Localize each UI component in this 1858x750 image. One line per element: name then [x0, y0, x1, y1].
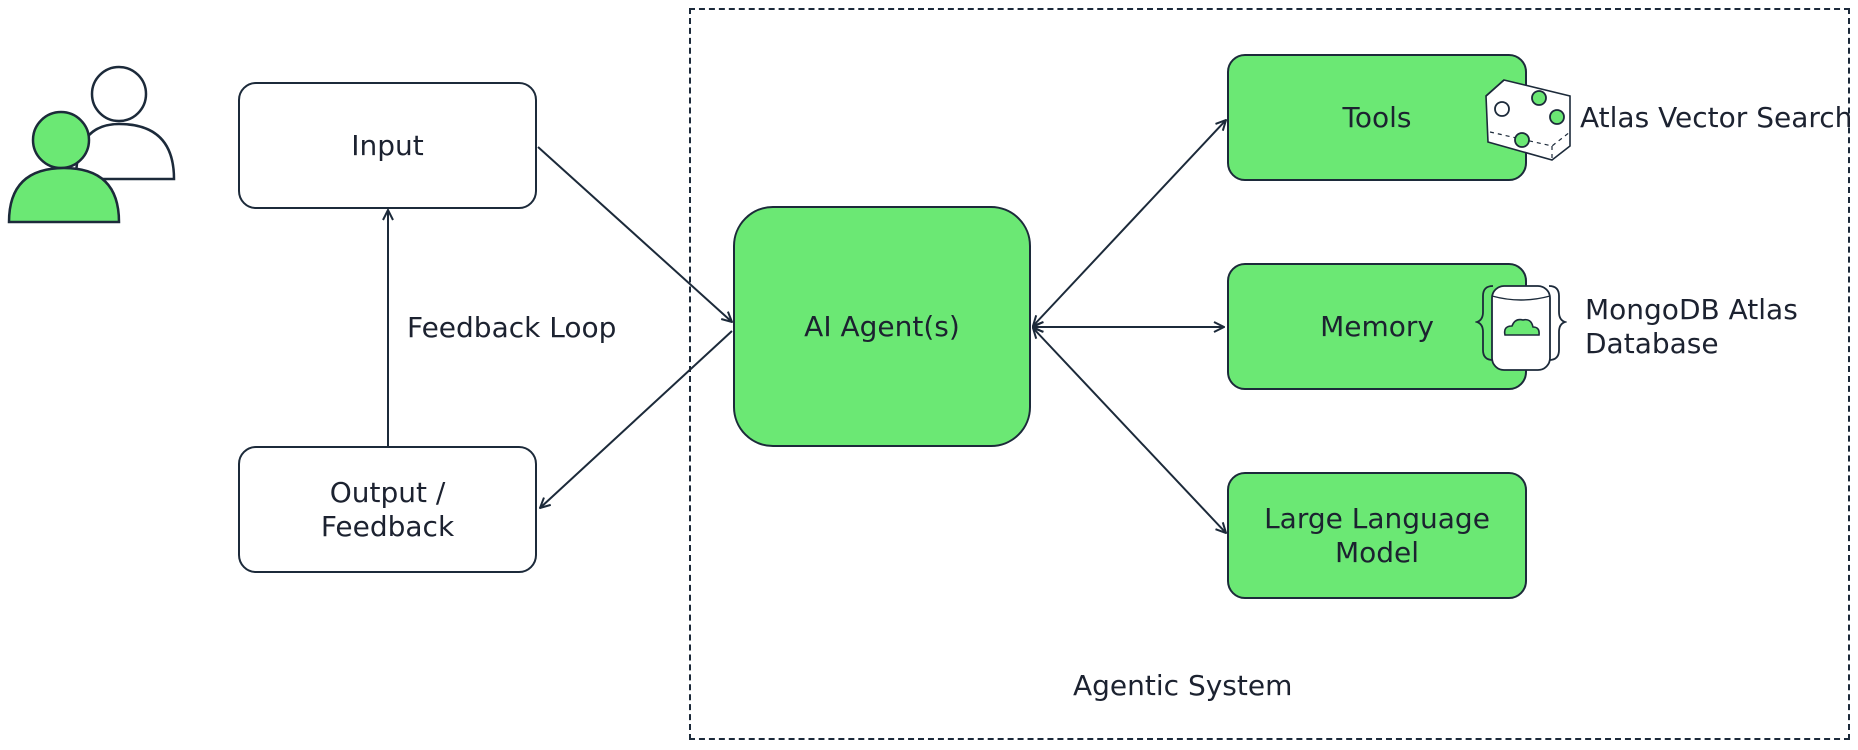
- ai-agent-node: AI Agent(s): [733, 206, 1031, 447]
- output-feedback-label: Output / Feedback: [320, 475, 455, 543]
- llm-node: Large Language Model: [1227, 472, 1527, 599]
- output-feedback-node: Output / Feedback: [238, 446, 537, 573]
- tools-node: Tools: [1227, 54, 1527, 181]
- memory-node: Memory: [1227, 263, 1527, 390]
- cloud-database-icon: [1475, 285, 1567, 371]
- ai-agent-label: AI Agent(s): [804, 309, 960, 343]
- feedback-loop-label: Feedback Loop: [407, 311, 617, 344]
- agentic-system-label: Agentic System: [1073, 669, 1293, 702]
- vector-cube-icon: [1485, 79, 1571, 161]
- llm-label: Large Language Model: [1264, 501, 1490, 569]
- users-icon: [7, 65, 176, 224]
- tools-label: Tools: [1342, 100, 1412, 134]
- input-node: Input: [238, 82, 537, 209]
- memory-label: Memory: [1320, 309, 1434, 343]
- input-label: Input: [351, 128, 424, 162]
- mongodb-atlas-database-label: MongoDB Atlas Database: [1585, 293, 1798, 360]
- atlas-vector-search-label: Atlas Vector Search: [1580, 101, 1853, 134]
